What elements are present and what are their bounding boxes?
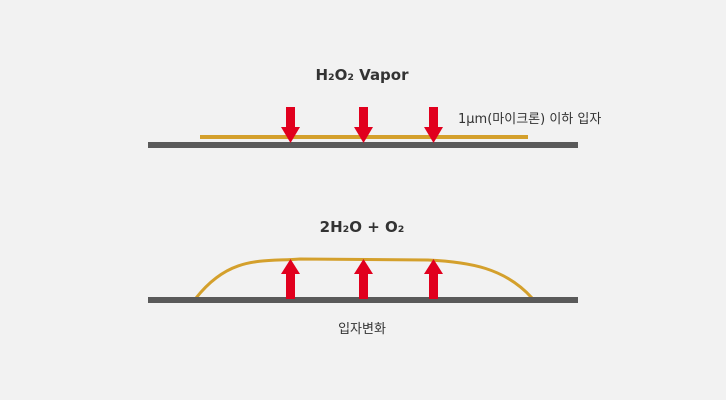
arrow-down-icon [286,107,295,128]
particle-size-label: 1µm(마이크론) 이하 입자 [458,112,601,127]
top-title: H₂O₂ Vapor [315,66,409,84]
arrow-down-icon [429,107,438,128]
arrow-down-icon-head [354,127,373,143]
up-arrow-3 [424,259,443,299]
arrow-up-icon [359,273,368,299]
arrow-down-icon-head [424,127,443,143]
down-arrow-1 [281,107,300,143]
arrow-down-icon [359,107,368,128]
down-arrow-3 [424,107,443,143]
arrow-up-icon [286,273,295,299]
arrow-up-icon-head [281,259,300,274]
arrow-down-icon-head [281,127,300,143]
arrow-up-icon-head [354,259,373,274]
top-surface [148,142,578,148]
bottom-title: 2H₂O + O₂ [320,218,405,236]
bottom-surface [148,297,578,303]
up-arrow-2 [354,259,373,299]
top-panel: H₂O₂ Vapor 1µm(마이크론) 이하 입자 [148,66,601,148]
arrow-up-icon-head [424,259,443,274]
particle-film-curved [194,257,534,300]
bottom-panel: 2H₂O + O₂ 입자변화 [148,218,578,337]
down-arrow-2 [354,107,373,143]
up-arrow-1 [281,259,300,299]
particle-change-caption: 입자변화 [338,322,386,337]
arrow-up-icon [429,273,438,299]
